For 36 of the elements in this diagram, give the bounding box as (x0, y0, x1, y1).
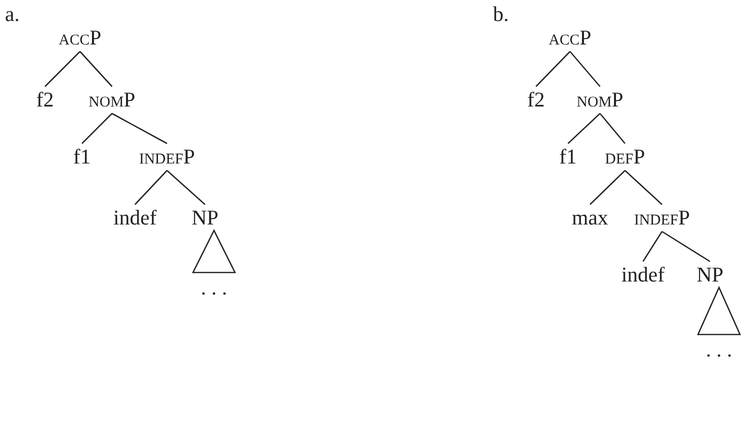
tree-branch (642, 231, 663, 262)
ellipsis-text: . . . (200, 276, 228, 300)
tree-branch (590, 170, 626, 205)
tree-branch (568, 113, 600, 144)
tree-branch (82, 113, 112, 144)
tree-branch (662, 230, 710, 262)
tree-branch (624, 170, 662, 205)
head-label: indef (113, 206, 157, 230)
head-label: f1 (73, 146, 91, 168)
tree-branch (570, 51, 600, 87)
triangle-branch (697, 286, 741, 336)
panel-letter: b. (493, 4, 509, 25)
phrase-label: NP (192, 206, 218, 230)
phrase-label: nomP (576, 88, 624, 112)
tree-branch (166, 170, 206, 205)
tree-branch (600, 113, 626, 144)
phrase-label: accP (548, 26, 592, 50)
tree-branch (112, 112, 168, 144)
triangle-branch (192, 229, 236, 274)
phrase-label: nomP (88, 88, 136, 112)
tree-branch (80, 51, 112, 87)
head-label: f2 (36, 88, 54, 112)
phrase-label: NP (696, 264, 724, 286)
panel-letter: a. (5, 4, 20, 25)
head-label: f1 (559, 146, 577, 168)
phrase-label: accP (58, 26, 102, 50)
phrase-label: indefP (634, 206, 690, 230)
head-label: f2 (527, 88, 545, 112)
tree-branch (134, 170, 168, 205)
phrase-label: defP (604, 146, 646, 168)
head-label: indef (621, 264, 665, 286)
ellipsis-text: . . . (706, 338, 732, 362)
tree-branch (536, 51, 570, 87)
phrase-label: indefP (139, 146, 195, 168)
head-label: max (572, 206, 608, 230)
tree-branch (44, 51, 80, 87)
